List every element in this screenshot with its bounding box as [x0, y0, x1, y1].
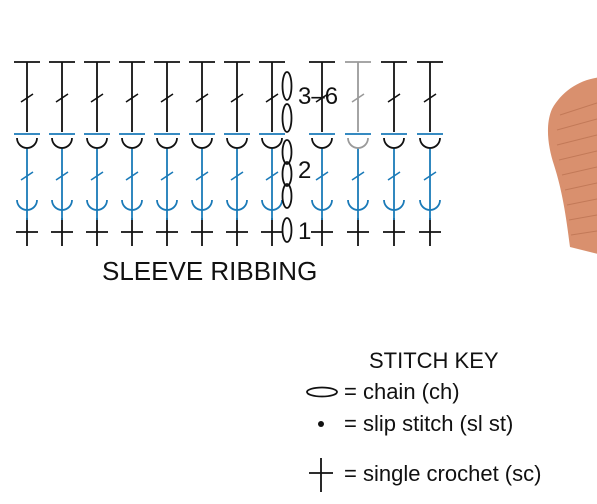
dot-icon [318, 421, 324, 427]
rib-tick [125, 171, 139, 181]
chart-stitches [14, 61, 443, 246]
rib-tick [315, 93, 329, 103]
stitch-key-title: STITCH KEY [369, 348, 499, 373]
rib-loop [261, 137, 283, 149]
rib-tick [423, 93, 437, 103]
rib-tick [351, 171, 365, 181]
rib-tick [20, 171, 34, 181]
rib-tick [195, 93, 209, 103]
rib-tick [55, 93, 69, 103]
rib-tick [20, 93, 34, 103]
rib-tick [315, 171, 329, 181]
rib-tick [160, 171, 174, 181]
chain-oval [281, 217, 293, 243]
row-label-1: 1 [298, 218, 311, 245]
rib-loop [311, 137, 333, 149]
rib-tick [423, 171, 437, 181]
rib-tick [387, 171, 401, 181]
rib-tick [160, 93, 174, 103]
rib-loop [419, 137, 441, 149]
key-single-crochet-label: = single crochet (sc) [344, 461, 541, 486]
rib-tick [265, 93, 279, 103]
rib-tick [265, 171, 279, 181]
rib-loop [86, 137, 108, 149]
chain-oval [281, 183, 293, 209]
rib-loop [347, 137, 369, 149]
rib-loop [121, 137, 143, 149]
yarn-swatch-photo [540, 55, 597, 270]
rib-tick [230, 93, 244, 103]
chain-oval [281, 103, 293, 133]
rib-tick [90, 171, 104, 181]
rib-loop [156, 137, 178, 149]
chain-oval [281, 139, 293, 165]
cross-icon [309, 458, 333, 492]
key-chain-label: = chain (ch) [344, 379, 460, 404]
rib-loop [16, 137, 38, 149]
rib-loop [226, 137, 248, 149]
rib-tick [387, 93, 401, 103]
rib-loop [51, 137, 73, 149]
rib-tick [351, 93, 365, 103]
row-label-3-6: 3–6 [298, 83, 338, 110]
turning-chains [281, 71, 293, 243]
row-label-2: 2 [298, 157, 311, 184]
chart-title: SLEEVE RIBBING [102, 256, 317, 286]
oval-icon [306, 386, 338, 398]
rib-tick [125, 93, 139, 103]
rib-loop [383, 137, 405, 149]
rib-tick [55, 171, 69, 181]
chain-oval [281, 71, 293, 101]
chain-oval [281, 161, 293, 187]
key-slip-stitch-label: = slip stitch (sl st) [344, 411, 513, 436]
rib-tick [195, 171, 209, 181]
rib-tick [90, 93, 104, 103]
rib-tick [230, 171, 244, 181]
rib-loop [191, 137, 213, 149]
